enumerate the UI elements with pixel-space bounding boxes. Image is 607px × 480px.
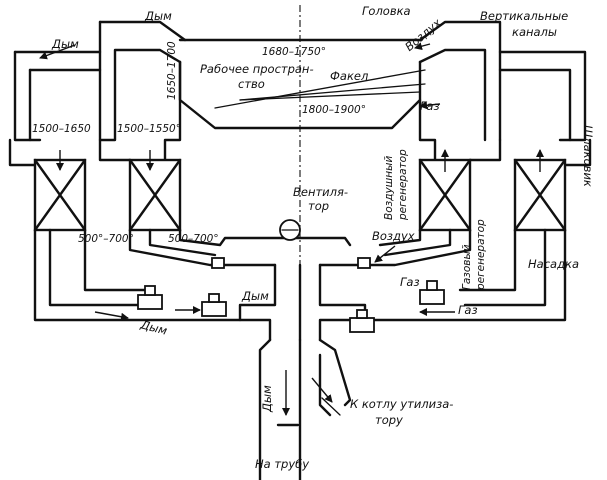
label-gas-right: Газ bbox=[458, 303, 478, 317]
label-gas-regenerator-2: регенератор bbox=[475, 219, 487, 291]
label-gas-mid: Газ bbox=[400, 275, 420, 289]
regenerator-right-gas bbox=[513, 158, 567, 232]
label-temp-left-1: 1500–1650 bbox=[32, 123, 91, 135]
label-air-regenerator-2: регенератор bbox=[397, 149, 409, 221]
regenerator-left-outer bbox=[33, 158, 87, 232]
label-temp-bottom-2: 500–700° bbox=[168, 233, 219, 245]
label-air-regenerator-1: Воздушный bbox=[383, 156, 395, 220]
label-workspace-2: ство bbox=[238, 77, 265, 91]
arrow-gas-top bbox=[419, 101, 441, 110]
label-temp-left-2: 1500–1550° bbox=[117, 123, 181, 135]
label-slag-pocket: Шлаковик bbox=[581, 125, 595, 187]
regenerator-left-inner bbox=[128, 158, 182, 232]
label-flame: Факел bbox=[330, 69, 369, 83]
label-smoke-left: Дым bbox=[51, 37, 79, 51]
label-smoke-stack: Дым bbox=[260, 385, 274, 413]
arrow-air-mid bbox=[374, 245, 396, 263]
label-air-top: Воздух bbox=[402, 16, 444, 54]
label-temp-flame: 1800–1900° bbox=[302, 104, 366, 116]
valve-right-outer bbox=[419, 280, 445, 305]
label-to-chimney: На трубу bbox=[255, 457, 309, 471]
label-vertical-channels-2: каналы bbox=[512, 25, 557, 39]
label-smoke-top-left: Дым bbox=[144, 9, 172, 23]
label-vertical-channels-1: Вертикальные bbox=[480, 9, 568, 23]
label-temp-1650: 1650–1700 bbox=[166, 41, 178, 100]
label-air-mid: Воздух bbox=[372, 229, 415, 243]
label-temp-bottom-1: 500°–700° bbox=[78, 233, 134, 245]
arrow-smoke-top-left bbox=[39, 44, 76, 60]
valve-center-left bbox=[211, 257, 225, 269]
arrow-boiler bbox=[311, 377, 333, 403]
left-vertical-channels bbox=[8, 20, 187, 167]
label-to-boiler-1: К котлу утилиза- bbox=[350, 397, 453, 411]
valve-center-right bbox=[357, 257, 371, 269]
label-gas-regenerator-1: Газовый bbox=[461, 244, 473, 290]
label-nozzle: Насадка bbox=[528, 257, 579, 271]
label-smoke-mid: Дым bbox=[241, 289, 269, 303]
lower-flues bbox=[33, 5, 567, 480]
right-vertical-channels bbox=[418, 20, 592, 167]
valve-right-inner bbox=[349, 309, 375, 333]
label-workspace-1: Рабочее простран- bbox=[200, 62, 314, 76]
label-temp-work: 1680–1750° bbox=[262, 46, 326, 58]
label-gas-top: Газ bbox=[420, 99, 440, 113]
valve-left-outer bbox=[137, 285, 163, 310]
label-fan-2: тор bbox=[308, 199, 329, 213]
label-fan-1: Вентиля- bbox=[293, 185, 348, 199]
arrow-smoke-left-flue bbox=[94, 311, 129, 321]
label-head: Головка bbox=[362, 4, 411, 18]
arrow-air-top bbox=[414, 42, 431, 51]
fan-icon bbox=[279, 219, 301, 241]
label-to-boiler-2: тору bbox=[375, 413, 403, 427]
valve-left-inner bbox=[201, 293, 227, 317]
